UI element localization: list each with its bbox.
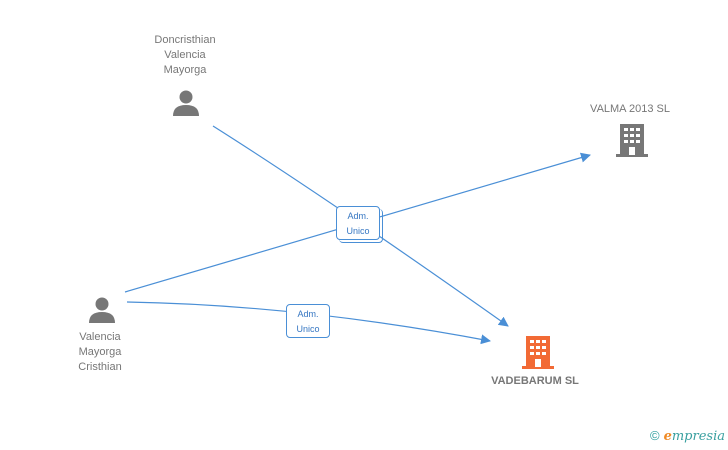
label-line: VADEBARUM SL [491, 375, 579, 387]
label-line: Valencia [79, 331, 121, 343]
person-icon[interactable] [87, 295, 117, 325]
edge-label-lower[interactable]: Adm. Unico [286, 304, 330, 338]
label-line: VALMA 2013 SL [590, 103, 670, 115]
node-label-vadebarum: VADEBARUM SL [480, 374, 590, 389]
edge-label-line: Adm. [297, 309, 319, 319]
building-icon[interactable] [616, 123, 648, 157]
edge-label-upper[interactable]: Adm. Unico [336, 206, 383, 243]
footer-brand[interactable]: ©empresia [650, 428, 725, 444]
label-line: Cristhian [78, 361, 122, 373]
edge-label-line: Unico [346, 226, 370, 236]
copyright-icon: © [649, 428, 660, 443]
label-line: Mayorga [163, 64, 207, 76]
edge-label-line: Unico [296, 324, 320, 334]
brand-logo-text: mpresia [671, 429, 725, 444]
main-building-icon[interactable] [522, 335, 554, 369]
label-line: Mayorga [78, 346, 122, 358]
node-label-valma: VALMA 2013 SL [580, 102, 680, 117]
label-line: Doncristhian [154, 34, 216, 46]
brand-logo-e: e [663, 429, 672, 444]
label-line: Valencia [164, 49, 206, 61]
person-icon[interactable] [171, 88, 201, 118]
edge-label-line: Adm. [347, 211, 369, 221]
node-label-valencia: Valencia Mayorga Cristhian [55, 330, 145, 375]
node-label-doncristhian: Doncristhian Valencia Mayorga [140, 33, 230, 78]
